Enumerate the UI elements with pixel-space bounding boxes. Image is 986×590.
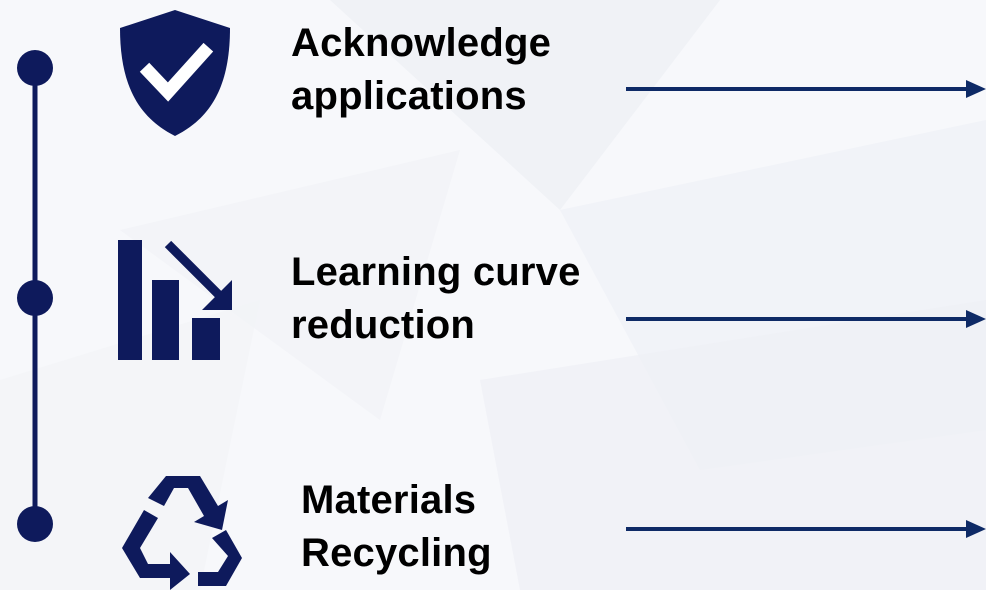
shield-check-icon: [120, 10, 230, 136]
arrow-3: [626, 520, 986, 538]
timeline-node-2: [17, 280, 53, 316]
arrow-1: [626, 80, 986, 98]
item-label-2: Learning curve reduction: [291, 250, 581, 347]
recycle-icon: [122, 476, 242, 590]
arrow-2: [626, 310, 986, 328]
timeline-node-1: [17, 50, 53, 86]
timeline-node-3: [17, 506, 53, 542]
bar-chart-decrease-icon: [118, 240, 232, 360]
item-label-1: Acknowledge applications: [291, 21, 552, 118]
item-label-3: Materials Recycling: [301, 478, 492, 575]
